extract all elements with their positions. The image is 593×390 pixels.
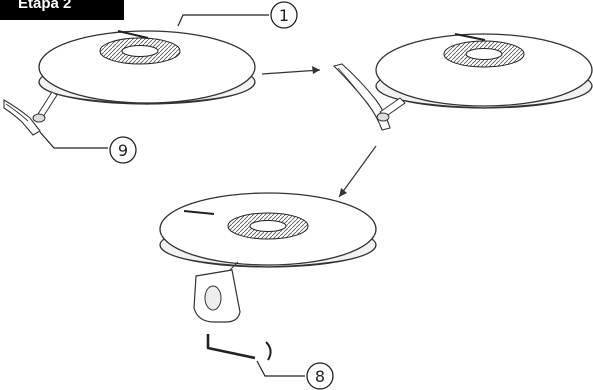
support-leg-top-right — [332, 63, 406, 131]
callout-8: 8 — [256, 360, 334, 390]
callout-9: 9 — [39, 131, 137, 164]
callout-9-label: 9 — [118, 141, 128, 160]
support-leg-top-left — [3, 91, 58, 136]
callout-8-label: 8 — [315, 367, 325, 386]
arrow-to-step-2 — [261, 66, 321, 75]
step-title-banner: Etapa 2 — [0, 0, 124, 20]
allen-key — [206, 334, 256, 360]
callout-1-label: 1 — [279, 6, 289, 25]
arrow-to-step-3 — [338, 145, 377, 198]
disc-bottom — [159, 192, 377, 268]
disc-top-right — [375, 33, 593, 109]
callout-1: 1 — [177, 1, 298, 29]
step-title-text: Etapa 2 — [18, 0, 72, 12]
screw — [265, 341, 272, 361]
disc-top-left — [38, 30, 256, 105]
folded-support-bracket — [193, 261, 241, 323]
